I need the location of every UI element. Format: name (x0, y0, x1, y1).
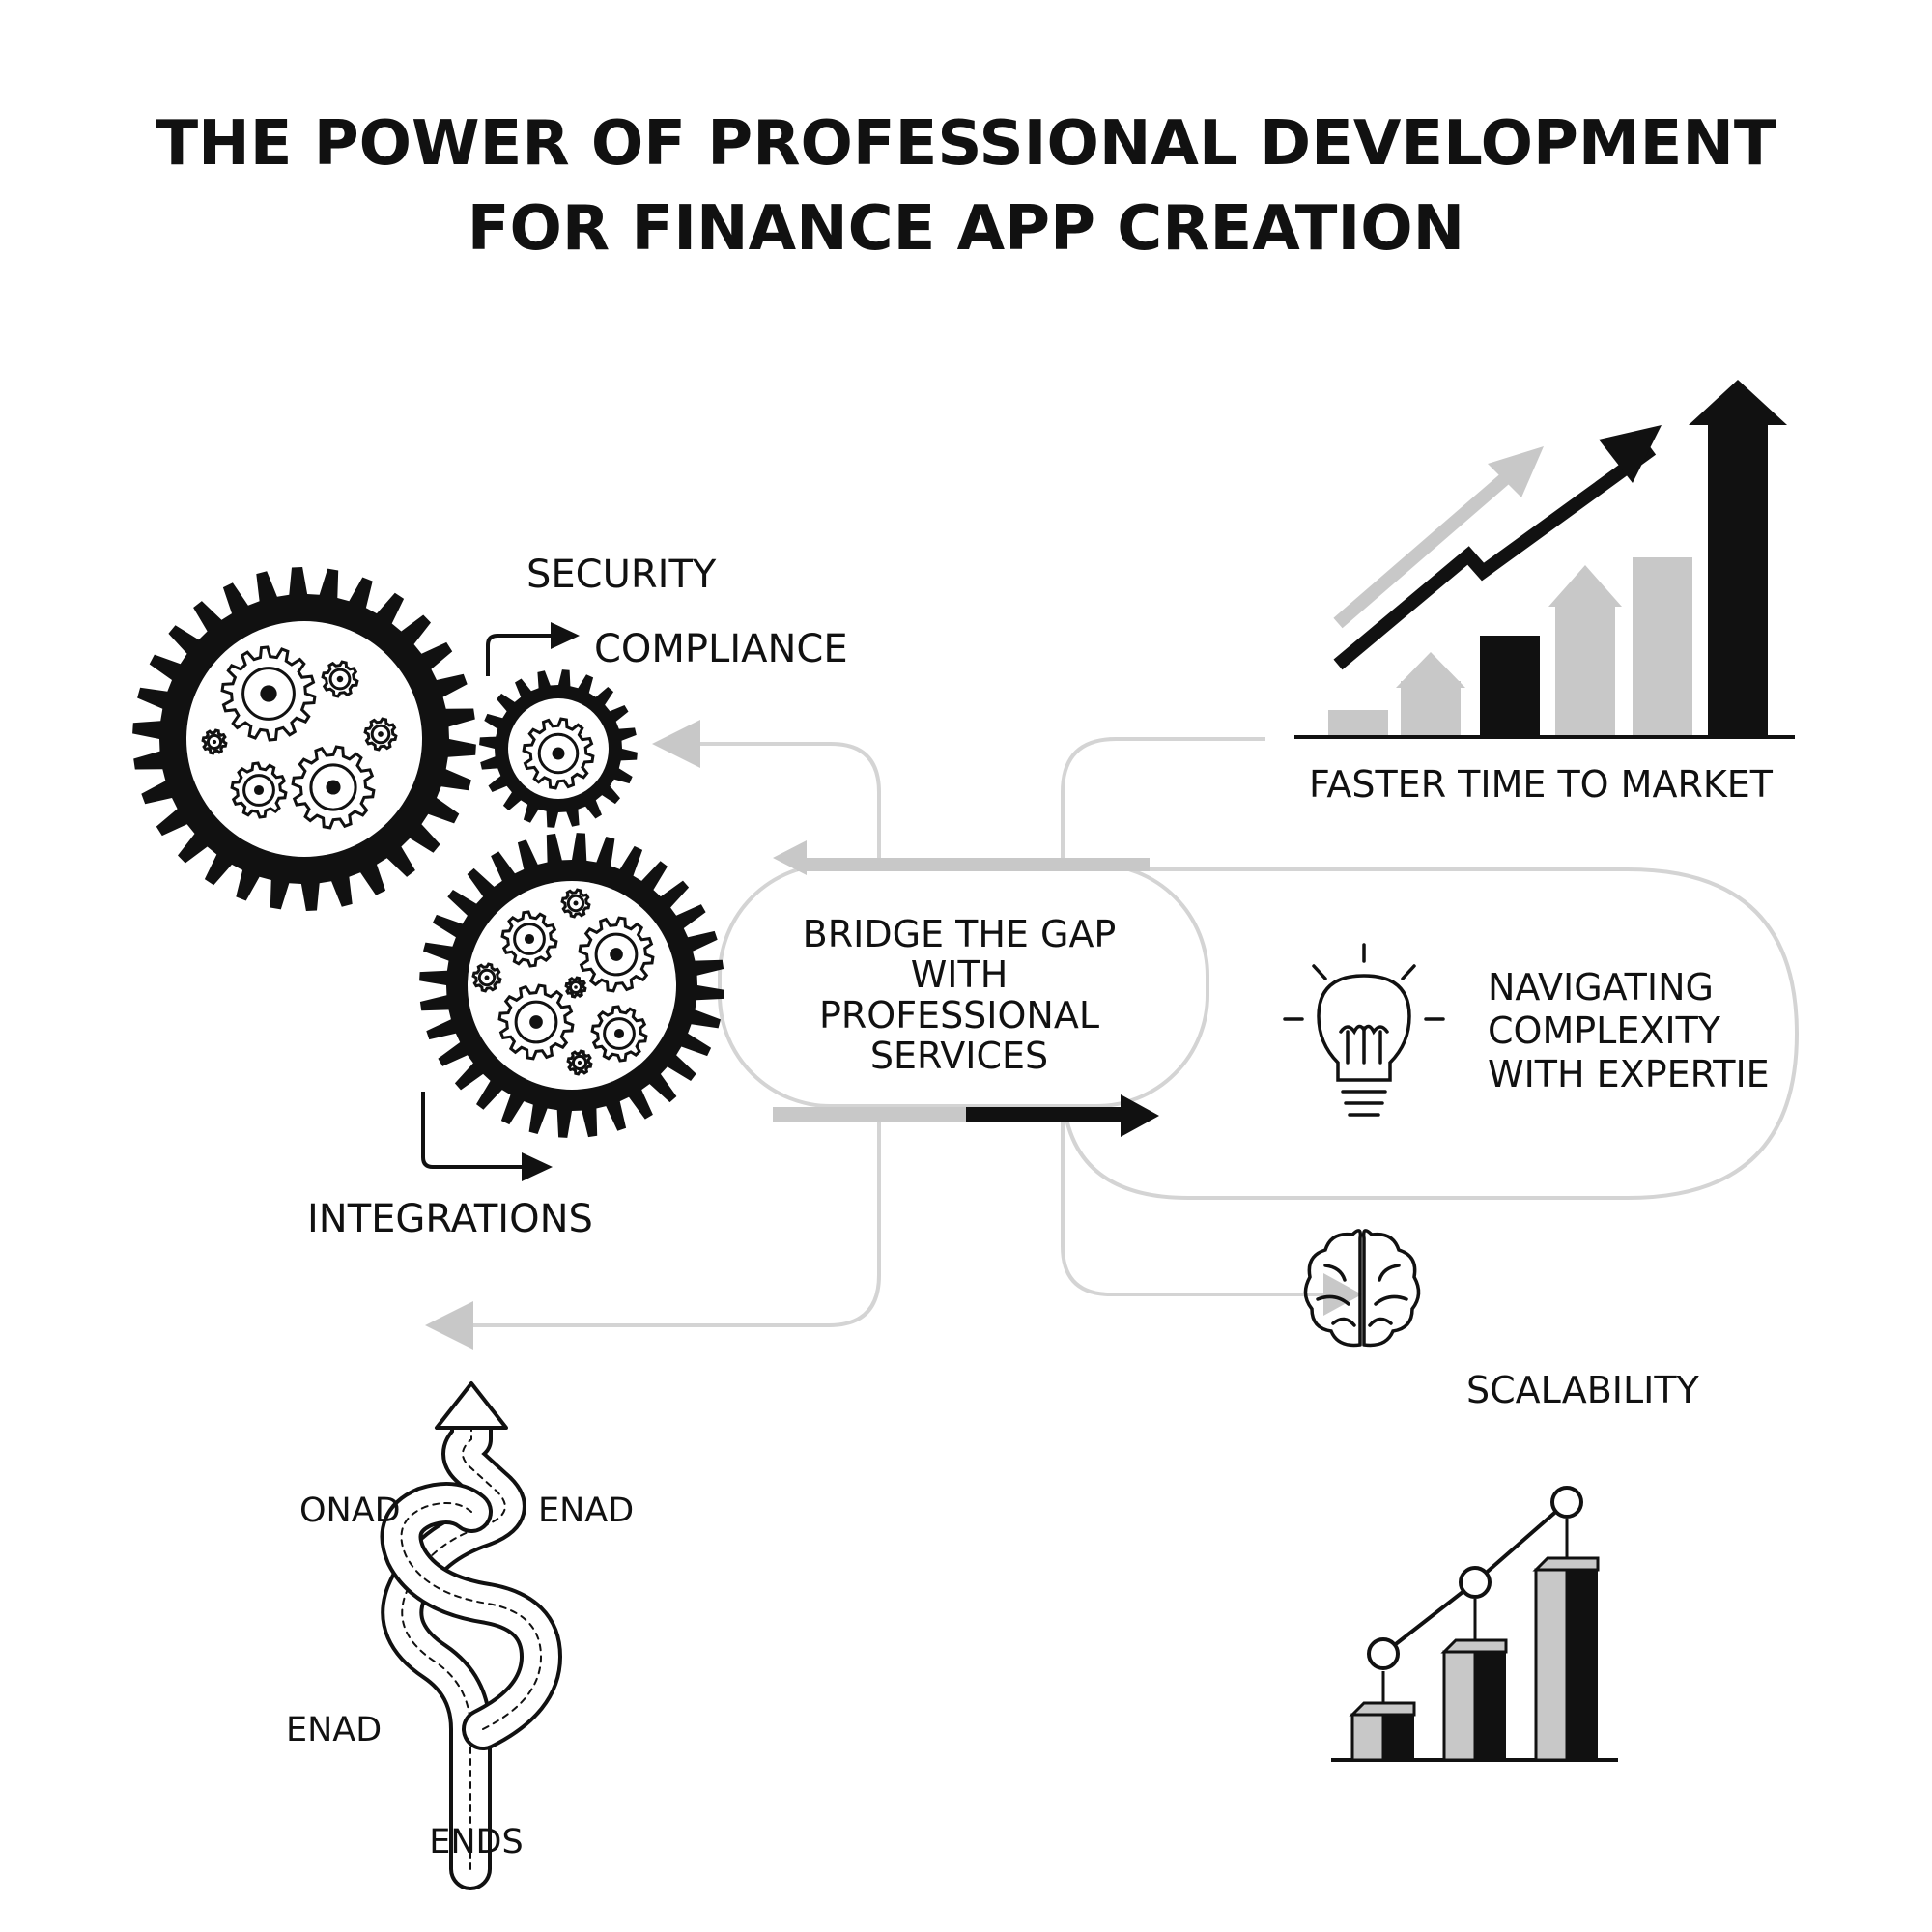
mini-gear-hub (577, 1060, 582, 1065)
compliance-arrow-icon (486, 622, 580, 676)
mini-gear (220, 645, 317, 742)
mini-gear (500, 910, 558, 968)
pill-top-arrowhead (773, 840, 807, 875)
mini-gear (497, 983, 575, 1061)
connectors (425, 720, 1362, 1350)
mini-gear (560, 888, 591, 919)
integrations-arrow-icon (421, 1092, 553, 1181)
mini-gear-hub (212, 739, 217, 745)
center-line-3: PROFESSIONAL (819, 994, 1099, 1037)
arrow-to-compliance-icon (652, 720, 700, 768)
mini-gear-ring (513, 923, 546, 955)
mini-gear-ring (537, 732, 580, 775)
center-line-1: BRIDGE THE GAP (803, 913, 1117, 955)
gear-cluster-icon (132, 567, 476, 911)
mini-gear-ring (566, 894, 585, 913)
mini-gear-hub (326, 780, 341, 795)
mini-gear-hub (260, 685, 277, 702)
mini-gear (566, 1049, 593, 1076)
mini-gear-ring (328, 668, 352, 691)
road-label-ends: ENDS (429, 1823, 523, 1861)
mini-gear-ring (477, 968, 497, 987)
mini-gear-ring (309, 763, 357, 811)
navigating-line-2: COMPLEXITY (1488, 1009, 1721, 1052)
navigating-line-1: NAVIGATING (1488, 966, 1714, 1009)
mini-gear-hub (613, 1028, 625, 1039)
scalability-label: SCALABILITY (1466, 1369, 1700, 1411)
mini-gear-ring (594, 932, 639, 977)
connector-to-road (473, 1082, 881, 1327)
mini-gear (578, 916, 655, 993)
mini-gear-hub (552, 747, 565, 760)
integrations-label: INTEGRATIONS (307, 1197, 593, 1241)
title-line-1: THE POWER OF PROFESSIONAL DEVELOPMENT (156, 108, 1776, 180)
mini-gear-hub (253, 784, 265, 796)
mini-gear (363, 717, 398, 752)
center-line-2: WITH (911, 953, 1009, 996)
mini-gear (201, 728, 228, 755)
mini-gear-ring (242, 774, 275, 807)
security-label: SECURITY (526, 553, 717, 597)
faster-time-label: FASTER TIME TO MARKET (1309, 763, 1774, 806)
mini-gear (291, 745, 376, 830)
arrow-to-road-icon (425, 1301, 473, 1350)
pill-bottom-bar-black (966, 1107, 1130, 1122)
mini-gear-hub (574, 985, 578, 989)
mini-gear-hub (524, 933, 535, 945)
road-label-enad-right: ENAD (538, 1492, 634, 1530)
mini-gear-hub (378, 731, 384, 737)
mini-gear-ring (569, 980, 582, 994)
winding-road-icon (380, 1381, 562, 1890)
small-gear-icon (479, 669, 638, 828)
growth-chart-icon (1294, 380, 1795, 739)
mini-gear-ring (206, 733, 223, 751)
mini-gear-hub (336, 675, 344, 683)
mini-gear-ring (514, 1000, 558, 1044)
pill-bottom-arrowhead (1121, 1094, 1159, 1137)
lightbulb-icon (1283, 943, 1445, 1117)
mini-gear (230, 761, 288, 819)
mini-gear (471, 962, 502, 993)
mini-gear-hub (529, 1015, 543, 1029)
title-line-2: FOR FINANCE APP CREATION (468, 193, 1464, 265)
mini-gear-ring (370, 724, 391, 745)
lower-gear-icon (419, 833, 724, 1138)
mini-gear-ring (571, 1054, 588, 1071)
navigating-line-3: WITH EXPERTIE (1488, 1053, 1770, 1095)
mini-gear-hub (573, 900, 579, 906)
road-label-enad-left: ENAD (286, 1711, 382, 1749)
mini-gear (564, 976, 587, 999)
pill-top-bar (797, 858, 1150, 871)
title: THE POWER OF PROFESSIONAL DEVELOPMENT FO… (156, 108, 1776, 265)
mini-gear-hub (610, 948, 623, 961)
mini-gear-hub (484, 975, 490, 980)
center-pill: BRIDGE THE GAP WITH PROFESSIONAL SERVICE… (718, 840, 1209, 1137)
mini-gear-ring (242, 667, 296, 721)
center-line-4: SERVICES (870, 1035, 1048, 1077)
scalability-chart-icon (1331, 1486, 1618, 1762)
mini-gear (590, 1005, 648, 1063)
mini-gear-ring (603, 1017, 636, 1050)
connector-to-faster (1061, 737, 1265, 860)
navigating-panel (1061, 867, 1800, 1200)
arrow-to-scalability-icon (1323, 1273, 1362, 1316)
compliance-label: COMPLIANCE (594, 627, 848, 671)
mini-gear (522, 717, 595, 790)
brain-icon (1303, 1229, 1421, 1348)
mini-gear (321, 660, 359, 698)
connector-to-scalability (1061, 1082, 1323, 1296)
road-label-onad: ONAD (299, 1492, 401, 1530)
pill-bottom-bar-grey (773, 1107, 971, 1122)
connector-to-compliance (696, 742, 881, 860)
